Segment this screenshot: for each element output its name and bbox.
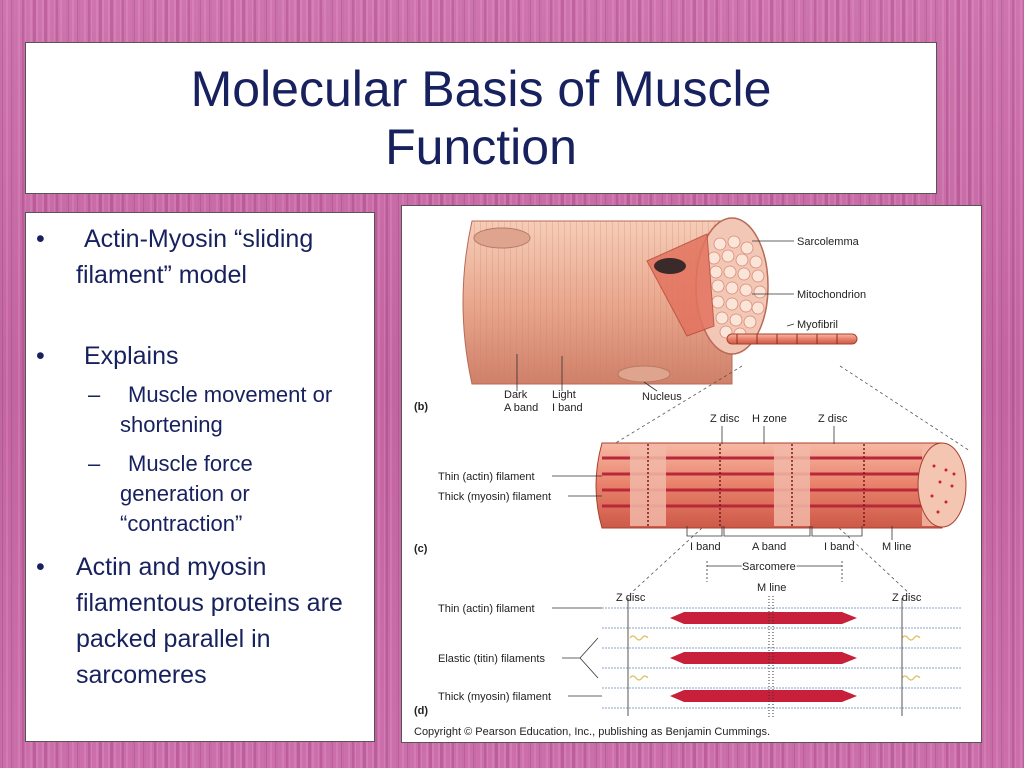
muscle-figure: Sarcolemma Mitochondrion Myofibril Dark … <box>401 205 982 743</box>
sarcolemma-label: Sarcolemma <box>797 236 860 248</box>
muscle-diagram: Sarcolemma Mitochondrion Myofibril Dark … <box>414 217 971 738</box>
myofibril-label: Myofibril <box>797 319 838 331</box>
i-band-left-label: I band <box>690 541 721 553</box>
panel-d-leaders <box>552 607 602 697</box>
bullet-marker: • <box>36 225 45 253</box>
bullet-list: • Actin-Myosin “sliding filament” model … <box>25 212 375 742</box>
panel-c-leaders <box>552 426 893 582</box>
copyright-text: Copyright © Pearson Education, Inc., pub… <box>414 726 770 738</box>
slide-title: Molecular Basis of Muscle Function <box>190 61 772 175</box>
z-disc-left-label-c: Z disc <box>710 413 740 425</box>
bullet-text: Explains <box>84 342 179 370</box>
sub-bullet-marker: – <box>88 451 101 476</box>
sub-bullet-item: – Muscle force generation or “contractio… <box>88 449 358 539</box>
panel-d-tag: (d) <box>414 705 428 717</box>
panel-c-tag: (c) <box>414 543 428 555</box>
panel-b-tag: (b) <box>414 401 428 413</box>
sub-bullet-text: Muscle force generation or “contraction” <box>120 451 253 536</box>
sarcomere-detail <box>602 596 962 718</box>
h-zone-label: H zone <box>752 413 787 425</box>
nucleus-label: Nucleus <box>642 391 682 403</box>
sarcomere-label: Sarcomere <box>742 561 796 573</box>
sub-bullet-marker: – <box>88 382 101 407</box>
bullet-marker: • <box>36 553 45 581</box>
thick-filament-label-d: Thick (myosin) filament <box>438 691 551 703</box>
panel-b-leaders <box>516 240 795 392</box>
a-band-label-c: A band <box>752 541 786 553</box>
muscle-fiber <box>462 217 858 385</box>
z-disc-left-label-d: Z disc <box>616 592 646 604</box>
elastic-filament-label: Elastic (titin) filaments <box>438 653 545 665</box>
bullet-item: • Actin-Myosin “sliding filament” model <box>36 221 361 293</box>
sub-bullet-item: – Muscle movement or shortening <box>88 380 358 440</box>
z-disc-right-label-c: Z disc <box>818 413 848 425</box>
a-band-label: A band <box>504 402 538 414</box>
thick-filament-label-c: Thick (myosin) filament <box>438 491 551 503</box>
zoom-lines <box>613 365 971 595</box>
myofibril-cylinder <box>595 442 967 529</box>
bullet-text: Actin-Myosin “sliding filament” model <box>76 225 314 289</box>
bullet-item: • Explains <box>36 338 361 374</box>
mitochondrion-label: Mitochondrion <box>797 289 866 301</box>
z-disc-right-label-d: Z disc <box>892 592 922 604</box>
sub-bullet-text: Muscle movement or shortening <box>120 382 333 437</box>
i-band-right-label: I band <box>824 541 855 553</box>
thin-filament-label-d: Thin (actin) filament <box>438 603 535 615</box>
bullet-text: Actin and myosin filamentous proteins ar… <box>76 553 343 689</box>
title-box: Molecular Basis of Muscle Function <box>25 42 937 194</box>
light-label: Light <box>552 389 576 401</box>
bullet-marker: • <box>36 342 45 370</box>
m-line-label-c: M line <box>882 541 911 553</box>
i-band-label: I band <box>552 402 583 414</box>
bullet-item: • Actin and myosin filamentous proteins … <box>36 549 371 693</box>
dark-label: Dark <box>504 389 528 401</box>
m-line-label-d: M line <box>757 582 786 594</box>
thin-filament-label-c: Thin (actin) filament <box>438 471 535 483</box>
